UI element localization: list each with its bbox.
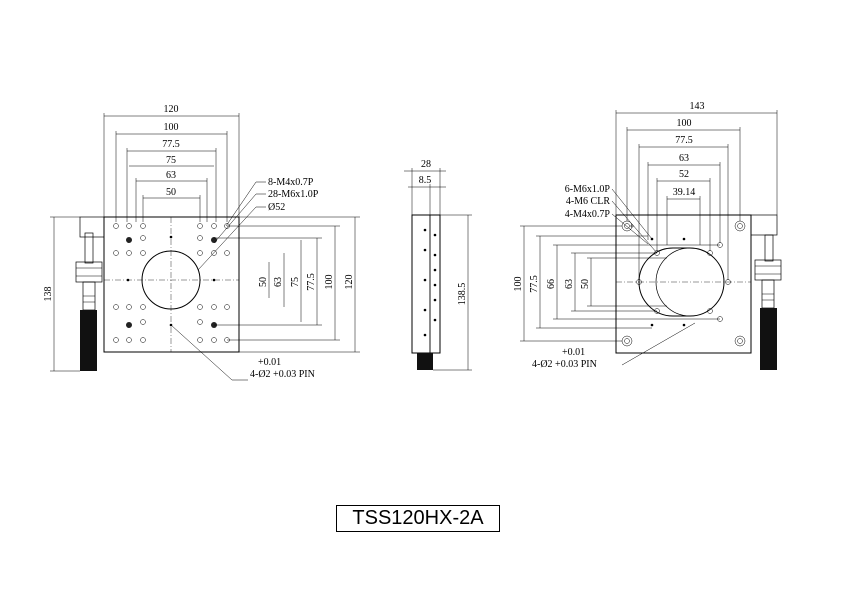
bottom-pin-tolerance: +0.01 [562, 347, 585, 358]
front-callout-m4: 8-M4x0.7P [268, 177, 314, 188]
front-dim-right-75: 75 [290, 277, 301, 287]
bottom-dim-left-63: 63 [564, 279, 575, 289]
bottom-left-dimensions [520, 225, 720, 342]
bottom-dim-52: 52 [679, 169, 689, 180]
front-dim-75: 75 [166, 155, 176, 166]
front-dim-right-100: 100 [324, 275, 335, 290]
title-block: TSS120HX-2A [336, 505, 500, 532]
bottom-dim-left-50: 50 [580, 279, 591, 289]
bottom-holes [621, 220, 746, 347]
side-holes [423, 228, 437, 337]
front-knob [80, 310, 97, 371]
bottom-dim-100: 100 [677, 118, 692, 129]
bottom-carriage-block [750, 214, 778, 236]
side-view: 28 8.5 138.5 [404, 159, 472, 371]
bottom-callout-m6-clr: 4-M6 CLR [566, 196, 611, 207]
bottom-dim-77-5: 77.5 [675, 135, 693, 146]
front-dim-right-63: 63 [273, 277, 284, 287]
side-dim-28: 28 [421, 159, 431, 170]
front-dim-63: 63 [166, 170, 176, 181]
front-top-dimensions [103, 113, 240, 222]
front-dim-120: 120 [164, 104, 179, 115]
bottom-slot [638, 247, 725, 317]
front-pin-note: 4-Ø2 +0.03 PIN [250, 369, 315, 380]
front-dim-right-50: 50 [258, 277, 269, 287]
bottom-view: 143 100 77.5 63 52 39.14 100 77.5 66 63 … [513, 101, 782, 370]
front-dim-100: 100 [164, 122, 179, 133]
front-dim-left-138: 138 [43, 287, 54, 302]
bottom-micrometer [754, 234, 782, 370]
bottom-callout-m4: 4-M4x0.7P [565, 209, 611, 220]
front-carriage-block [79, 216, 105, 238]
bottom-knob [760, 308, 777, 370]
bottom-pin-note: 4-Ø2 +0.03 PIN [532, 359, 597, 370]
side-dim-8-5: 8.5 [419, 175, 432, 186]
bottom-dim-left-66: 66 [546, 279, 557, 289]
model-number: TSS120HX-2A [352, 507, 484, 529]
front-dim-right-77-5: 77.5 [306, 273, 317, 291]
bottom-callout-m6: 6-M6x1.0P [565, 184, 611, 195]
front-micrometer [75, 232, 103, 371]
side-knob [417, 353, 433, 370]
front-view: 120 100 77.5 75 63 50 50 63 75 77.5 100 … [43, 104, 360, 381]
bottom-dim-63: 63 [679, 153, 689, 164]
bottom-leaders [611, 188, 696, 366]
front-leaders [170, 181, 266, 381]
front-callout-m6: 28-M6x1.0P [268, 189, 319, 200]
front-dim-77-5: 77.5 [162, 139, 180, 150]
front-dim-50: 50 [166, 187, 176, 198]
front-dim-right-120: 120 [344, 275, 355, 290]
front-callout-bore: Ø52 [268, 202, 285, 213]
bottom-dim-39-14: 39.14 [673, 187, 696, 198]
front-plate [103, 216, 240, 353]
bottom-dim-143: 143 [690, 101, 705, 112]
bottom-top-dimensions [615, 110, 778, 280]
front-right-dimensions [214, 216, 360, 353]
side-dim-138-5: 138.5 [457, 283, 468, 306]
front-holes [113, 223, 230, 343]
front-pin-tolerance: +0.01 [258, 357, 281, 368]
bottom-dim-left-100: 100 [513, 277, 524, 292]
bottom-dim-left-77-5: 77.5 [529, 275, 540, 293]
bottom-plate [615, 214, 752, 354]
